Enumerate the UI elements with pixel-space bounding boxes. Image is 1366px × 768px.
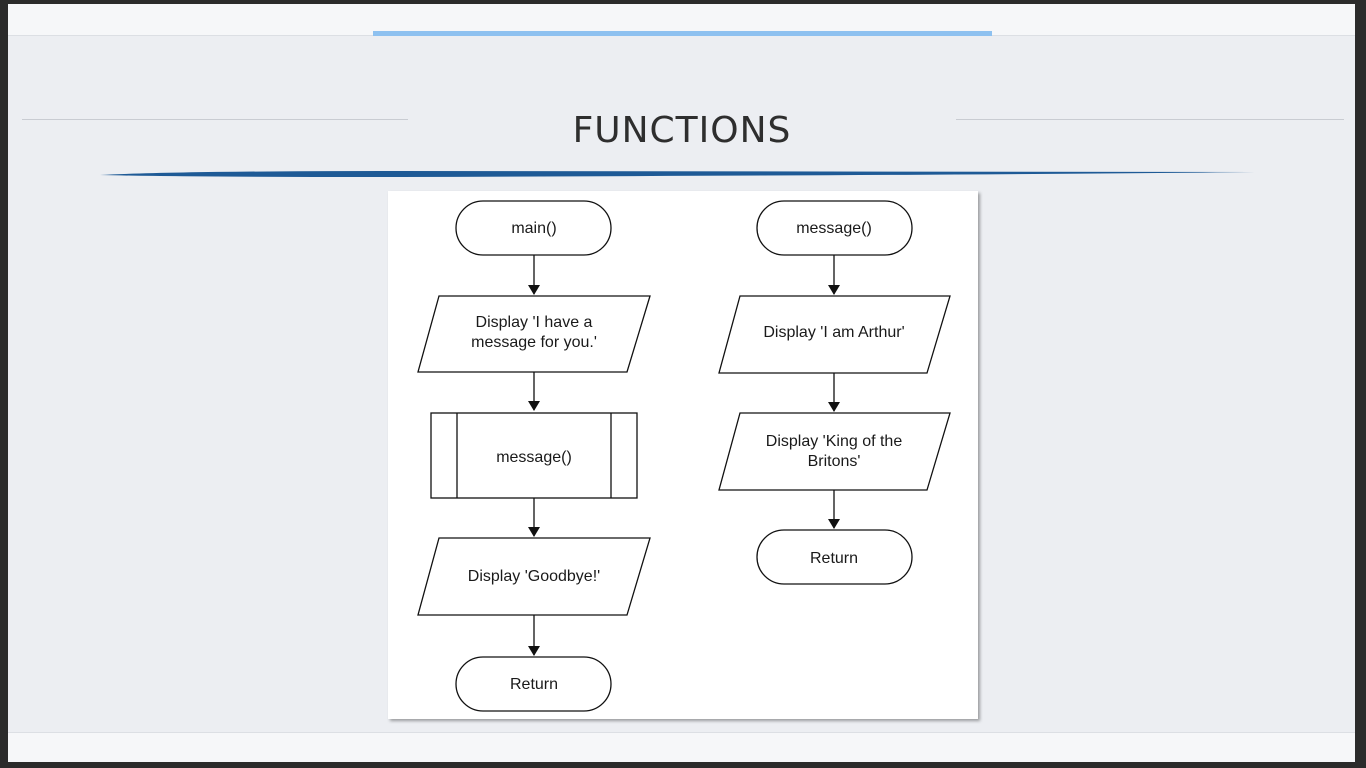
title-rule-left	[22, 119, 408, 120]
main-display-goodbye-io: Display 'Goodbye!'	[417, 537, 651, 616]
slide: FUNCTIONS main() Display 'I	[8, 4, 1355, 762]
main-return-label: Return	[510, 676, 558, 693]
message-display2-line2: Britons'	[808, 453, 861, 470]
title-rule-right	[956, 119, 1344, 120]
main-call-message-process: message()	[430, 412, 638, 499]
title-underline-swoosh	[100, 171, 1255, 177]
accent-bar	[373, 31, 992, 36]
main-call-label: message()	[496, 449, 572, 466]
main-display1-line2: message for you.'	[471, 334, 597, 351]
main-start-terminal: main()	[455, 200, 612, 256]
message-display2-line1: Display 'King of the	[766, 433, 903, 450]
flowchart-panel: main() Display 'I have a message for you…	[388, 191, 978, 719]
message-display-arthur-io: Display 'I am Arthur'	[718, 295, 951, 374]
message-return-terminal: Return	[756, 529, 913, 585]
message-start-label: message()	[796, 220, 872, 237]
message-display1-label: Display 'I am Arthur'	[763, 324, 904, 341]
slide-title: FUNCTIONS	[572, 110, 792, 151]
message-start-terminal: message()	[756, 200, 913, 256]
main-display-message-io: Display 'I have a message for you.'	[417, 295, 651, 373]
main-start-label: main()	[511, 220, 556, 237]
main-return-terminal: Return	[455, 656, 612, 712]
flowchart-svg: main() Display 'I have a message for you…	[417, 200, 951, 712]
message-display-king-io: Display 'King of the Britons'	[718, 412, 951, 491]
main-display2-label: Display 'Goodbye!'	[468, 568, 600, 585]
main-display1-line1: Display 'I have a	[476, 314, 593, 331]
message-return-label: Return	[810, 550, 858, 567]
bottom-band	[8, 732, 1355, 762]
